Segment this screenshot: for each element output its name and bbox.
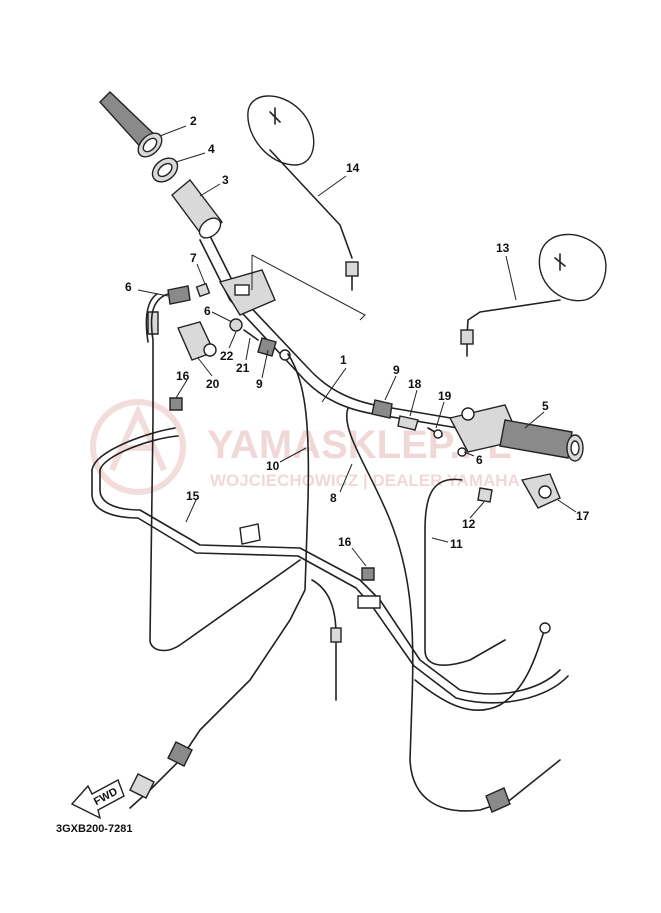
cable-10	[311, 579, 342, 701]
throttle-collar	[151, 157, 179, 183]
watermark-subtitle: WOJCIECHOWICZ | DEALER YAMAHA	[210, 471, 520, 490]
fwd-arrow: FWD	[70, 779, 125, 820]
callout-15: 15	[186, 489, 200, 503]
callout-6-upper: 6	[125, 280, 132, 294]
drawing-code: 3GXB200-7281	[56, 823, 132, 835]
callout-5: 5	[542, 399, 549, 413]
callout-1: 1	[340, 353, 347, 367]
cable-11	[424, 478, 506, 666]
callout-8: 8	[330, 491, 337, 505]
callout-18: 18	[408, 377, 422, 391]
left-grip	[99, 91, 163, 158]
callout-14: 14	[346, 161, 360, 175]
small-parts	[147, 282, 493, 581]
callout-9-left: 9	[256, 377, 263, 391]
watermark-logo-mark	[109, 404, 167, 472]
callout-19: 19	[438, 389, 452, 403]
callout-10: 10	[266, 459, 280, 473]
cable-8	[345, 407, 561, 813]
left-mirror	[247, 95, 359, 291]
callout-9-right: 9	[393, 363, 400, 377]
watermark-logo-ring	[90, 399, 186, 495]
callout-4: 4	[208, 142, 215, 156]
callout-3: 3	[222, 173, 229, 187]
callout-12: 12	[462, 517, 476, 531]
right-mirror	[460, 233, 607, 357]
cable-throttle	[129, 353, 310, 809]
callout-6-middle: 6	[204, 304, 211, 318]
callout-13: 13	[496, 241, 510, 255]
throttle-grip	[171, 178, 223, 240]
switch-20	[177, 321, 217, 361]
callout-numbers: 1 2 3 4 5 6 6 6 7 8 9 9 10 11 12 13 14 1…	[125, 114, 590, 551]
left-switch-housing	[218, 254, 366, 321]
callout-6-right: 6	[476, 453, 483, 467]
callout-16-upper: 16	[176, 369, 190, 383]
leader-lines	[137, 125, 577, 567]
callout-21: 21	[236, 361, 250, 375]
callout-20: 20	[206, 377, 220, 391]
cable-clutch	[145, 293, 301, 652]
callout-2: 2	[190, 114, 197, 128]
switch-17	[520, 473, 561, 509]
wire-right	[414, 622, 551, 711]
callout-7: 7	[190, 251, 197, 265]
callout-17: 17	[576, 509, 590, 523]
brace-15	[91, 427, 569, 704]
callout-11: 11	[450, 537, 463, 551]
callout-22: 22	[220, 349, 234, 363]
callout-16-lower: 16	[338, 535, 352, 549]
right-grip-assembly	[448, 404, 584, 462]
